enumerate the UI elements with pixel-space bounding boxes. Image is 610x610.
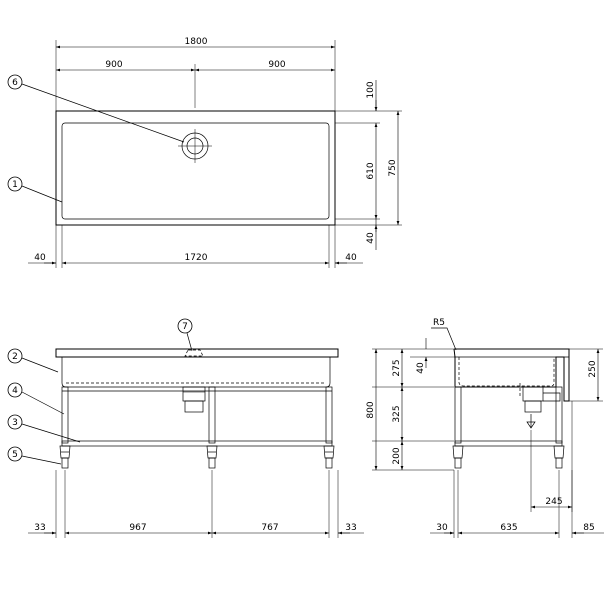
front-crossbar (61, 440, 333, 447)
drain-outlet-icon (178, 129, 212, 163)
dim-back-gap: 100 (366, 81, 376, 98)
dim-drain-offset: 245 (545, 497, 562, 507)
dim-side-left-offset: 30 (436, 523, 448, 533)
callout-4 (7, 382, 23, 398)
front-legs (61, 386, 333, 444)
dim-drain-height: 325 (392, 405, 402, 422)
callout-7 (177, 318, 193, 334)
callout-4-label: 4 (12, 386, 18, 396)
dim-total-depth: 750 (388, 159, 398, 176)
dim-span-right: 767 (261, 523, 278, 533)
dim-span-left: 967 (129, 523, 146, 533)
adjuster-feet (59, 445, 335, 469)
side-drain (522, 386, 561, 429)
dim-front-gap: 40 (366, 232, 376, 244)
dim-front-left-offset: 33 (34, 523, 45, 533)
dim-basin-width: 1720 (185, 253, 208, 263)
dim-basin-depth: 610 (366, 162, 376, 179)
dim-leg-span: 635 (500, 523, 517, 533)
dim-total-width: 1800 (185, 37, 208, 47)
side-view: R5 800 275 325 200 40 250 245 635 (366, 318, 604, 538)
callout-6-label: 6 (12, 78, 18, 88)
dim-left-margin: 40 (34, 253, 46, 263)
dim-front-right-offset: 33 (345, 523, 356, 533)
callout-6 (7, 74, 23, 90)
dim-radius: R5 (433, 318, 445, 328)
dim-foot-height: 200 (392, 447, 402, 464)
front-top-rim (55, 348, 339, 358)
front-view: 967 767 33 33 2 4 3 5 7 (7, 318, 364, 538)
top-view: 1800 900 900 1720 40 40 100 610 40 750 6… (7, 37, 402, 268)
callout-3 (7, 414, 23, 430)
front-drain-trap (182, 386, 206, 413)
dim-back-height: 250 (588, 360, 598, 377)
front-basin (61, 357, 331, 388)
dim-half-right: 900 (268, 60, 285, 70)
callout-1 (7, 176, 23, 192)
callout-5 (7, 446, 23, 462)
top-view-basin (61, 122, 330, 220)
top-view-outline (55, 110, 336, 226)
dim-rim-thickness: 40 (416, 362, 426, 374)
overflow-icon (184, 349, 204, 357)
callout-2 (7, 348, 23, 364)
dim-right-margin: 40 (345, 253, 357, 263)
callout-3-label: 3 (12, 418, 18, 428)
callout-1-label: 1 (12, 180, 18, 190)
callout-2-label: 2 (12, 352, 18, 362)
callout-7-label: 7 (182, 322, 188, 332)
dim-basin-height: 275 (392, 359, 402, 376)
dim-side-right-offset: 85 (583, 523, 594, 533)
dim-half-left: 900 (105, 60, 122, 70)
dim-total-height: 800 (366, 401, 376, 418)
callout-5-label: 5 (12, 450, 18, 460)
